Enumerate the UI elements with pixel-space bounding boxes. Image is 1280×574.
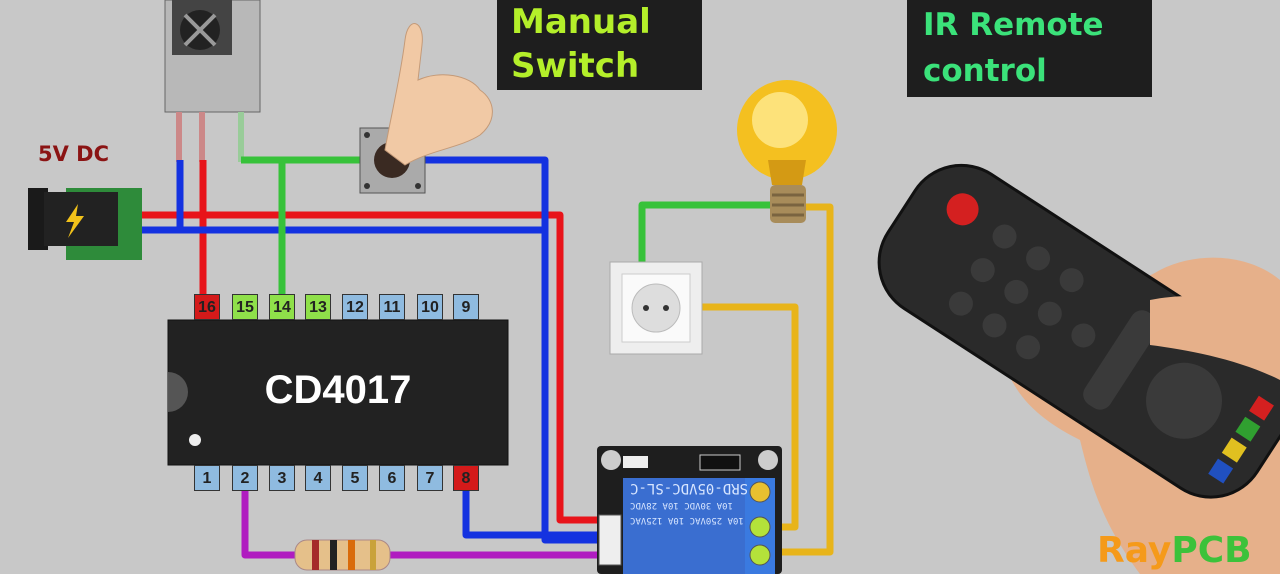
- chip-name: CD4017: [264, 368, 412, 412]
- dc-jack: [28, 188, 142, 260]
- manual-label-line1: Manual: [511, 2, 651, 42]
- relay-rating-ac: 10A 250VAC 10A 125VAC: [630, 515, 744, 525]
- ir-remote-label: IR Remote control: [907, 0, 1152, 97]
- wire-yellow-bulb: [770, 203, 834, 556]
- chip-pin-2: 2: [232, 465, 258, 491]
- light-bulb: [737, 80, 837, 223]
- wire-green-ir: [241, 156, 362, 300]
- chip-pin-13: 13: [305, 294, 331, 320]
- power-label: 5V DC: [38, 142, 110, 166]
- power-socket: [609, 261, 703, 355]
- chip-pin-10: 10: [417, 294, 443, 320]
- ir-receiver: [164, 0, 261, 162]
- wire-yellow-socket: [700, 303, 799, 531]
- wire-blue-switch: [425, 156, 600, 544]
- manual-switch-label: Manual Switch: [497, 0, 702, 90]
- ir-remote-control[interactable]: [858, 144, 1280, 574]
- chip-pin-3: 3: [269, 465, 295, 491]
- relay-rating-dc: 10A 30VDC 10A 28VDC: [630, 500, 733, 510]
- chip-pin-5: 5: [342, 465, 368, 491]
- wire-red-supply: [140, 211, 600, 524]
- chip-pin-8: 8: [453, 465, 479, 491]
- chip-pin-15: 15: [232, 294, 258, 320]
- resistor: [294, 539, 391, 571]
- chip-pin-7: 7: [417, 465, 443, 491]
- chip-pin-6: 6: [379, 465, 405, 491]
- chip-pin-12: 12: [342, 294, 368, 320]
- chip-pin-1: 1: [194, 465, 220, 491]
- chip-pin-14: 14: [269, 294, 295, 320]
- pointing-hand-icon: [384, 23, 493, 166]
- ir-label-line2: control: [923, 53, 1047, 89]
- ir-label-line1: IR Remote: [923, 7, 1104, 43]
- lightning-icon: [66, 204, 84, 238]
- wire-blue-pin8: [462, 490, 600, 539]
- relay-model: SRD-05VDC-SL-C: [630, 480, 749, 496]
- brand-part1: Ray: [1097, 530, 1172, 571]
- wire-blue-gnd: [140, 160, 545, 234]
- chip-pin-9: 9: [453, 294, 479, 320]
- manual-label-line2: Switch: [511, 46, 640, 86]
- wires: [140, 156, 834, 559]
- chip-pin-11: 11: [379, 294, 405, 320]
- wire-purple: [241, 490, 600, 559]
- chip-pin-16: 16: [194, 294, 220, 320]
- power-button: [946, 193, 979, 226]
- brand-logo: RayPCB: [1097, 530, 1252, 571]
- chip-pin-4: 4: [305, 465, 331, 491]
- cd4017-chip: [167, 319, 509, 466]
- relay-module: [597, 446, 782, 574]
- brand-part2: PCB: [1171, 530, 1252, 571]
